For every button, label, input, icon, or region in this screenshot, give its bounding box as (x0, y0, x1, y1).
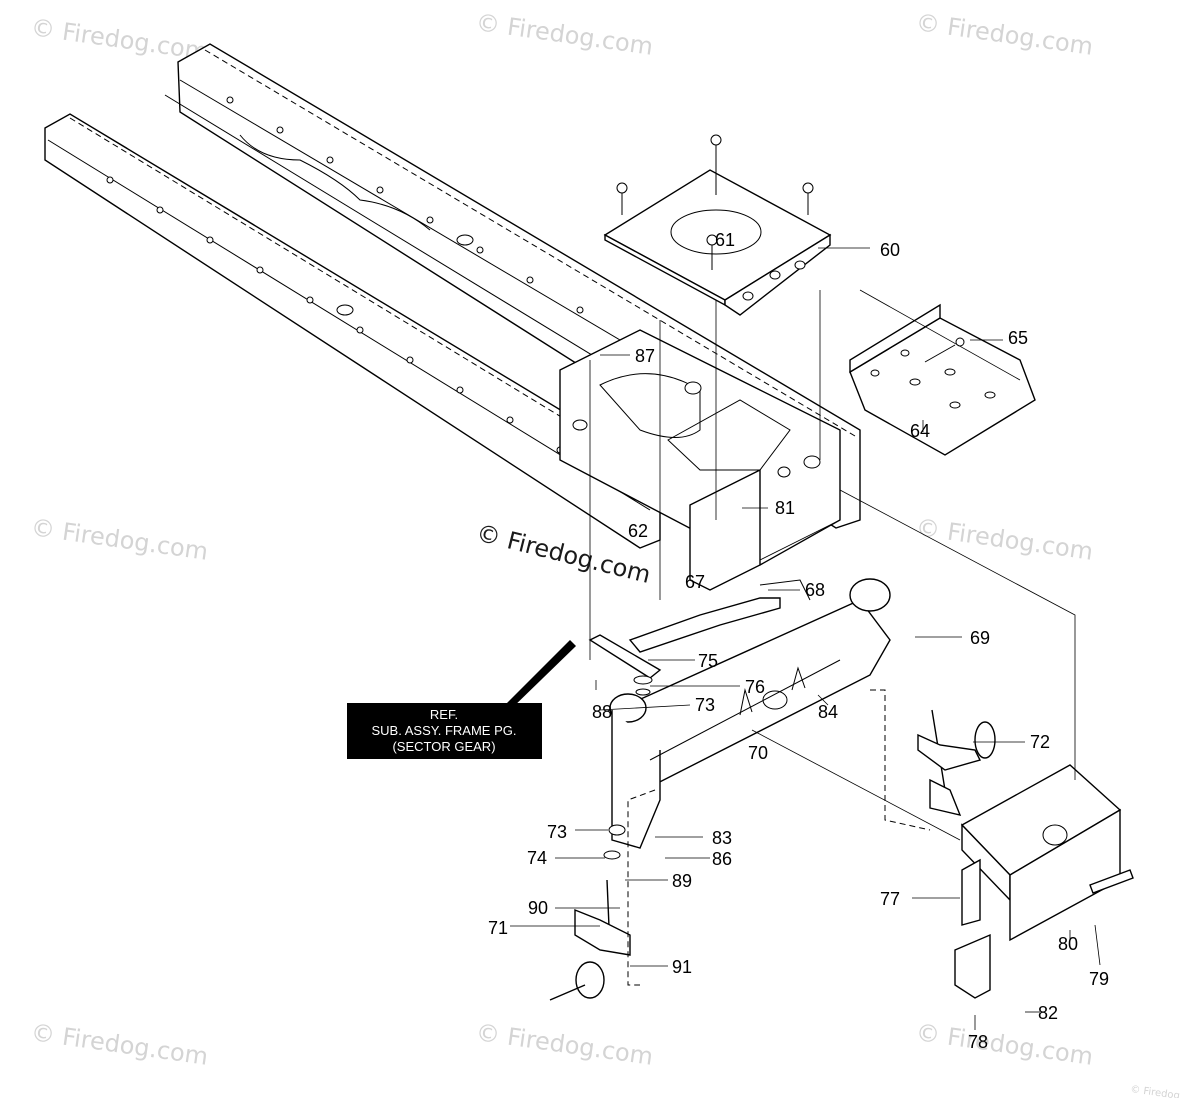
callouts: 60 61 62 64 65 67 68 69 70 71 72 73 73 7… (488, 230, 1109, 1052)
callout-67: 67 (685, 572, 705, 592)
ref-line-1: REF. (430, 707, 458, 722)
watermark: © Firedog.com (29, 13, 210, 66)
callout-65: 65 (1008, 328, 1028, 348)
assembly-lines (589, 289, 1076, 986)
callout-91: 91 (672, 957, 692, 977)
callout-82: 82 (1038, 1003, 1058, 1023)
part-77-bracket (954, 764, 1134, 999)
callout-83: 83 (712, 828, 732, 848)
callout-73b: 73 (547, 822, 567, 842)
callout-89: 89 (672, 871, 692, 891)
callout-74: 74 (527, 848, 547, 868)
callout-90: 90 (528, 898, 548, 918)
watermark: © Firedog.com (29, 1018, 210, 1071)
callout-69: 69 (970, 628, 990, 648)
ref-box: REF. SUB. ASSY. FRAME PG. (SECTOR GEAR) (347, 640, 576, 759)
part-64-bracket (849, 303, 1036, 456)
callout-88: 88 (592, 702, 612, 722)
ref-line-2: SUB. ASSY. FRAME PG. (372, 723, 517, 738)
callout-76: 76 (745, 677, 765, 697)
part-72-spindle (917, 709, 996, 816)
callout-81: 81 (775, 498, 795, 518)
callout-84: 84 (818, 702, 838, 722)
callout-86: 86 (712, 849, 732, 869)
callout-64: 64 (910, 421, 930, 441)
part-70-front-axle (609, 578, 891, 849)
watermark: © Firedog.com (914, 8, 1095, 61)
watermark: © Firedog.com (474, 8, 655, 61)
callout-87: 87 (635, 346, 655, 366)
leader-lines (510, 247, 1101, 1030)
watermark: © Firedog.com (914, 513, 1095, 566)
callout-77: 77 (880, 889, 900, 909)
watermark: © Firedog.com (29, 513, 210, 566)
callout-71: 71 (488, 918, 508, 938)
callout-62: 62 (628, 521, 648, 541)
watermark: © Firedog.com (914, 1018, 1095, 1071)
callout-68: 68 (805, 580, 825, 600)
watermark: © Firedog.com (1130, 1084, 1180, 1098)
part-60-engine-plate (603, 134, 832, 316)
callout-73a: 73 (695, 695, 715, 715)
rail-holes (106, 96, 584, 454)
callout-75: 75 (698, 651, 718, 671)
callout-72: 72 (1030, 732, 1050, 752)
callout-80: 80 (1058, 934, 1078, 954)
center-plate (559, 329, 841, 591)
callout-79: 79 (1089, 969, 1109, 989)
watermark: © Firedog.com (474, 1018, 655, 1071)
callout-60: 60 (880, 240, 900, 260)
callout-61: 61 (715, 230, 735, 250)
part-71-spindle (549, 824, 631, 1001)
ref-line-3: (SECTOR GEAR) (392, 739, 495, 754)
callout-70: 70 (748, 743, 768, 763)
tie-rods (588, 579, 811, 696)
callout-78: 78 (968, 1032, 988, 1052)
